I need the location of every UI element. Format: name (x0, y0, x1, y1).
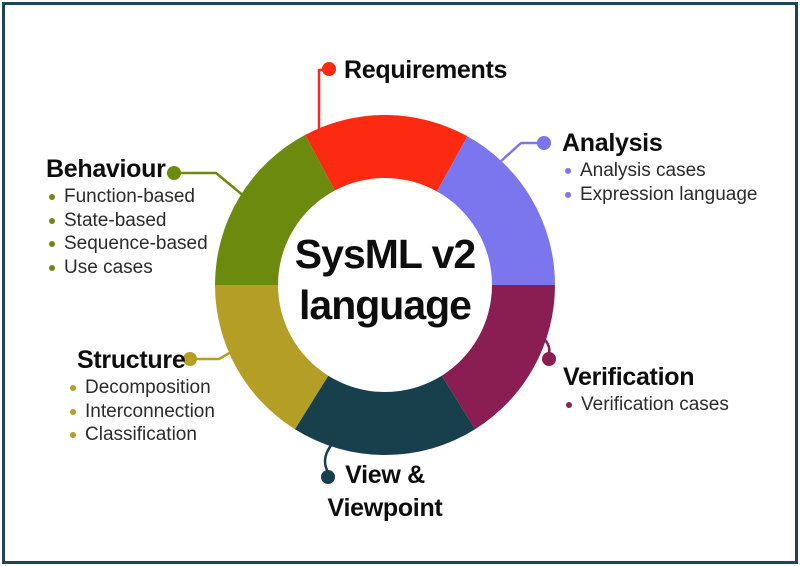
bullet-dot (70, 432, 76, 439)
list-item: Sequence-based (49, 232, 208, 256)
view-title-line1: View & (345, 461, 425, 489)
list-item-label: Sequence-based (64, 233, 208, 255)
list-item: Analysis cases (565, 159, 757, 183)
list-item-label: State-based (64, 209, 167, 231)
list-item-label: Analysis cases (580, 159, 706, 181)
segment-behaviour (215, 134, 335, 285)
leader-dot-analysis (537, 136, 551, 150)
callout-analysis: Analysis Analysis cases Expression langu… (562, 129, 757, 206)
callout-view-viewpoint-title: View & Viewpoint (300, 459, 470, 525)
donut-ring (214, 115, 555, 456)
list-item: Use cases (49, 256, 208, 280)
list-item-label: Use cases (64, 256, 153, 278)
list-item: Verification cases (566, 393, 729, 417)
callout-requirements: Requirements (344, 56, 507, 84)
leader-dot-requirements (322, 62, 336, 76)
leader-line-verification (538, 333, 551, 355)
callout-verification: Verification Verification cases (563, 363, 729, 417)
leader-line-requirements (317, 68, 331, 133)
center-title-line1: SysML v2 (294, 231, 476, 277)
bullet-dot (70, 408, 76, 415)
list-item-label: Function-based (64, 185, 195, 207)
list-item-label: Classification (85, 424, 197, 446)
segment-analysis (436, 136, 555, 285)
callout-view-viewpoint: View & Viewpoint (300, 459, 470, 525)
bullet-dot (70, 384, 76, 391)
callout-verification-items: Verification cases (563, 393, 729, 417)
leader-dot-structure (183, 352, 197, 366)
list-item: Interconnection (70, 400, 215, 424)
callout-verification-title: Verification (563, 363, 695, 391)
leader-dot-verification (542, 352, 556, 366)
bullet-dot (49, 241, 55, 248)
leader-line-view-viewpoint (323, 441, 335, 472)
callout-requirements-title: Requirements (344, 56, 508, 84)
leader-line-structure (188, 346, 240, 361)
leader-dot-behaviour (167, 166, 181, 180)
bullet-dot (49, 193, 55, 200)
leader-line-analysis (498, 141, 546, 164)
bullet-dot (49, 217, 55, 224)
callout-behaviour: Behaviour Function-based State-based Seq… (46, 155, 208, 280)
list-item-label: Interconnection (85, 400, 215, 422)
list-item: State-based (49, 209, 208, 233)
segment-verification (441, 285, 555, 430)
callout-behaviour-title: Behaviour (46, 155, 166, 183)
callout-behaviour-items: Function-based State-based Sequence-base… (46, 185, 208, 280)
segment-view-viewpoint (294, 375, 476, 456)
diagram-center-title: SysML v2 language (235, 229, 535, 331)
callout-analysis-items: Analysis cases Expression language (562, 159, 757, 206)
list-item-label: Expression language (580, 183, 758, 205)
bullet-dot (566, 401, 572, 408)
list-item: Function-based (49, 185, 208, 209)
bullet-dot (565, 167, 571, 174)
callout-structure: Structure Decomposition Interconnection … (63, 346, 215, 447)
segment-structure (214, 285, 329, 430)
callout-analysis-title: Analysis (562, 129, 663, 157)
list-item: Decomposition (70, 376, 215, 400)
center-title-line2: language (299, 282, 472, 328)
callout-structure-items: Decomposition Interconnection Classifica… (63, 376, 215, 447)
callout-structure-title: Structure (77, 346, 186, 374)
list-item: Classification (70, 423, 215, 447)
list-item: Expression language (565, 183, 757, 207)
bullet-dot (565, 191, 571, 198)
list-item-label: Decomposition (85, 376, 211, 398)
segment-requirements (305, 115, 468, 192)
bullet-dot (49, 264, 55, 271)
list-item-label: Verification cases (581, 393, 729, 415)
leader-line-behaviour (172, 171, 247, 199)
view-title-line2: Viewpoint (327, 494, 443, 522)
leader-dot-view-viewpoint (321, 470, 335, 484)
